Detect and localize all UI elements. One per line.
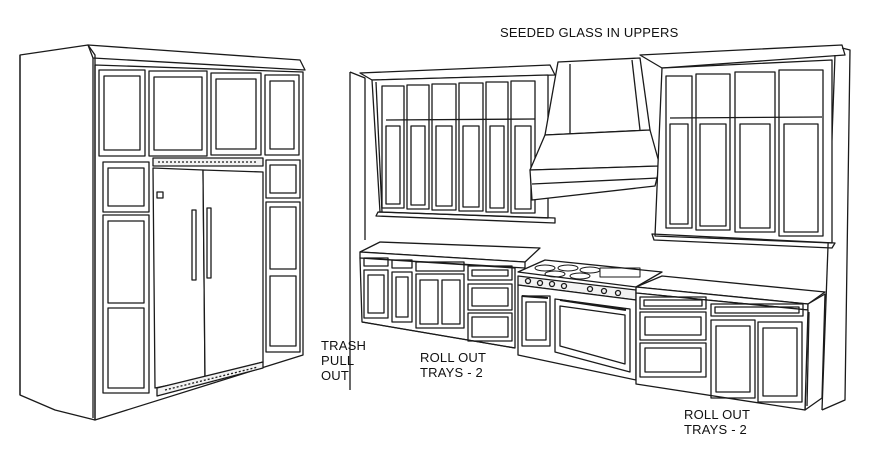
range-burners [534,264,641,280]
base-cabinets-left [359,241,541,349]
fridge-handle-left [191,209,197,281]
fridge-kick-vent [156,361,264,397]
upper-left-light-rail [375,211,556,224]
hood-chimney [544,57,651,136]
upper-right-crown [639,44,846,69]
tall-unit-front-frame [94,64,304,421]
tall-upper-door-2 [148,70,208,157]
roll-out-tray-right-2 [639,342,707,378]
trash-note-line-2: PULL [321,353,355,368]
fridge-logo [156,191,164,199]
upper-right-light-rail [651,233,836,249]
trash-pullout-note: TRASH PULL OUT [321,338,366,383]
trash-note-line-1: TRASH [321,338,367,353]
base-left-door-1 [363,269,389,319]
tall-unit-crown [87,44,306,71]
seeded-glass-note: SEEDED GLASS IN UPPERS [500,25,679,40]
base-left-door-3 [415,273,465,329]
roll-out-right-line-1: ROLL OUT [684,407,751,422]
range-body [517,284,637,381]
roll-out-left-line-2: TRAYS - 2 [420,365,483,380]
hood-body [529,129,661,171]
fridge-right-door [202,169,264,379]
seeded-glass-note-text: SEEDED GLASS IN UPPERS [500,25,679,40]
upper-right-glass-doors [665,69,824,237]
base-left-door-2 [391,271,413,323]
tall-upper-door-1 [98,69,146,157]
range-knobs [524,277,622,297]
roll-out-tray-left-1 [467,283,513,311]
tall-right-door-lower [265,201,301,353]
trash-pullout-drawer [467,265,513,281]
range-stove [517,259,663,381]
base-right-door-1 [710,319,756,399]
base-cabinets-right [635,275,826,411]
trash-note-line-3: OUT [321,368,350,383]
roll-out-right-line-2: TRAYS - 2 [684,422,747,437]
roll-out-trays-note-right: ROLL OUT TRAYS - 2 [684,407,750,437]
range-hood [529,57,661,201]
fridge-handle-right [206,207,212,279]
upper-left-crown [359,64,556,81]
roll-out-tray-right-1 [639,311,707,341]
upper-cabinets-right [639,44,846,249]
tall-left-door-lower [102,214,150,394]
range-oven-large [554,298,631,373]
tall-upper-door-4 [264,74,300,156]
tall-fridge-unit [19,44,306,421]
hood-bottom-band [529,165,661,201]
upper-right-box [654,59,833,244]
tall-upper-door-3 [210,72,262,156]
upper-left-box [371,74,549,219]
roll-out-tray-right-top [639,296,707,310]
upper-cabinets-left [359,64,556,224]
roll-out-tray-left-2 [467,312,513,342]
tall-unit-side-panel [19,44,96,421]
range-oven-small [521,295,551,347]
roll-out-left-line-1: ROLL OUT [420,350,487,365]
fridge-left-door [152,167,206,389]
tall-left-door-upper [102,161,150,213]
roll-out-trays-note-left: ROLL OUT TRAYS - 2 [420,350,486,380]
base-right-door-2 [757,321,803,403]
tall-right-door-upper [265,159,301,199]
upper-left-glass-doors [381,80,536,214]
